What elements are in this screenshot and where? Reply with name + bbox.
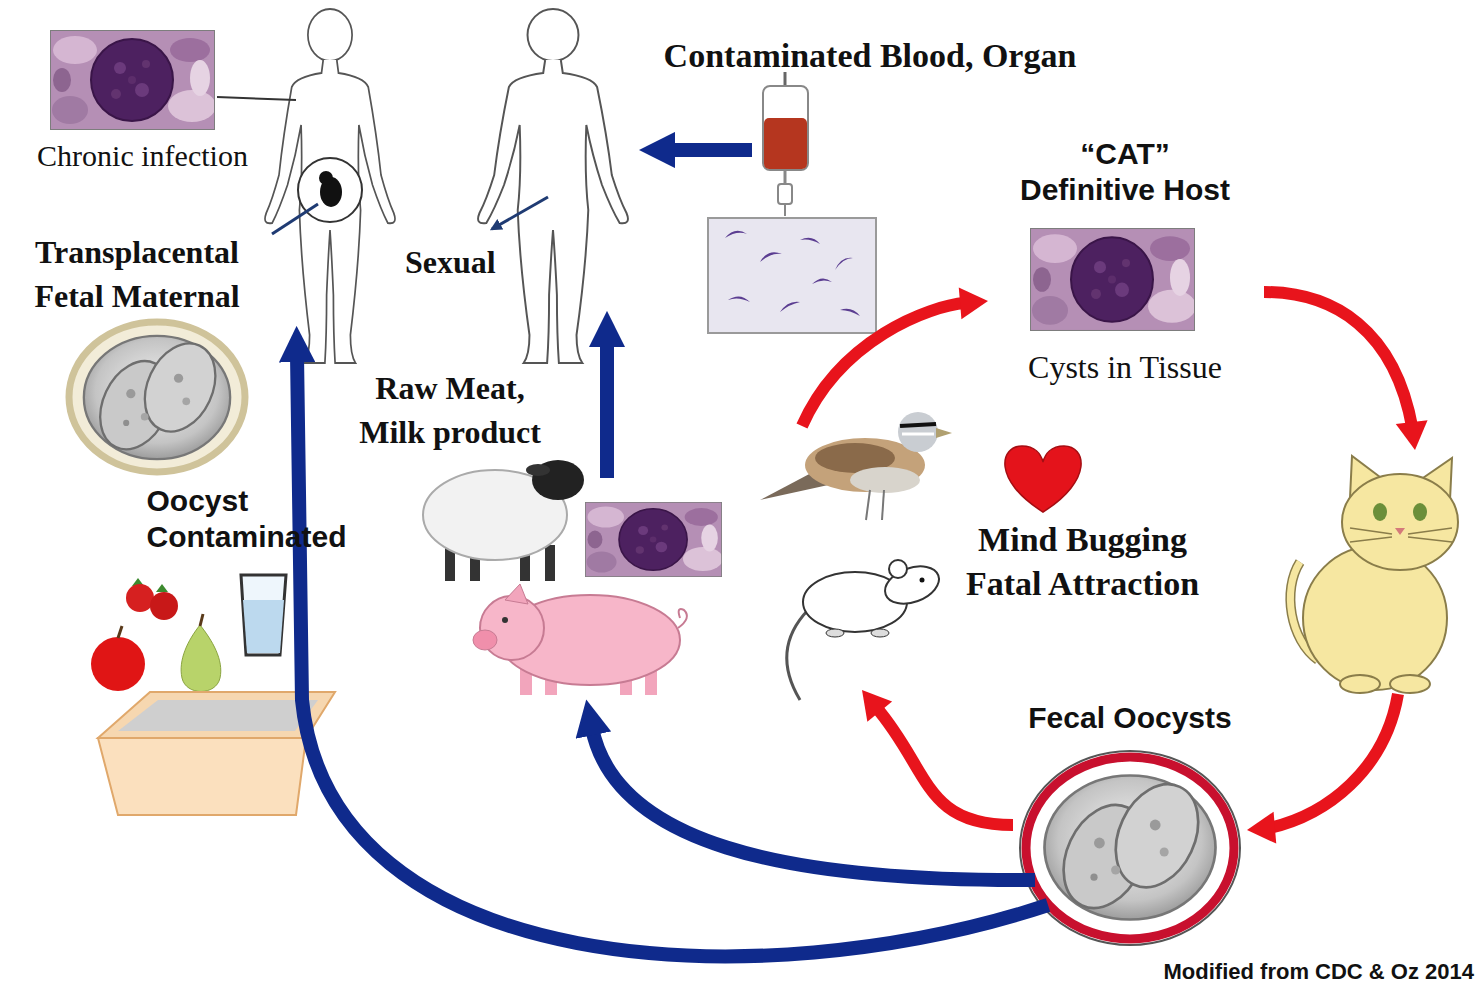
arrow-line	[802, 303, 966, 426]
label-box: Mind Bugging Fatal Attraction	[940, 518, 1225, 606]
figure-node: Fecal Oocysts	[1015, 700, 1245, 936]
figure-node: Chronic infection	[10, 26, 275, 174]
label-box: Raw Meat, Milk product	[345, 366, 555, 454]
label-text: Mind Bugging Fatal Attraction	[966, 518, 1200, 606]
node-text: “CAT” Definitive Host	[1020, 136, 1231, 208]
picture-space	[990, 208, 1260, 348]
figure-node: Oocyst Contaminated	[37, 318, 277, 555]
figure-node: “CAT” Definitive HostCysts in Tissue	[990, 136, 1260, 386]
node-text: Cysts in Tissue	[990, 348, 1260, 386]
node-text: Contaminated Blood, Organ	[630, 34, 1110, 78]
node-text: Oocyst Contaminated	[147, 483, 168, 555]
label-text: Sexual	[405, 240, 525, 284]
label-box: Transplacental Fetal Maternal	[2, 230, 272, 318]
picture-space	[37, 318, 277, 483]
label-text: Raw Meat, Milk product	[359, 366, 541, 454]
label-box: Sexual	[405, 240, 525, 284]
arrow-line	[1264, 292, 1412, 428]
picture-space	[630, 78, 1110, 343]
arrow-line	[876, 707, 1013, 825]
arrow-head	[862, 690, 892, 722]
arrow-head	[959, 287, 988, 319]
picture-space	[1015, 736, 1245, 936]
arrow-head	[1247, 812, 1276, 844]
arrow-head	[1396, 420, 1428, 450]
cycle-arrow	[1247, 292, 1428, 844]
node-text: Chronic infection	[10, 138, 275, 174]
source-note: Modified from CDC & Oz 2014	[1164, 959, 1474, 985]
node-text: Fecal Oocysts	[1015, 700, 1245, 736]
arrow-line	[1269, 694, 1398, 828]
picture-space	[10, 26, 275, 138]
label-text: Transplacental Fetal Maternal	[34, 230, 240, 318]
label-box: Modified from CDC & Oz 2014	[1164, 959, 1474, 985]
